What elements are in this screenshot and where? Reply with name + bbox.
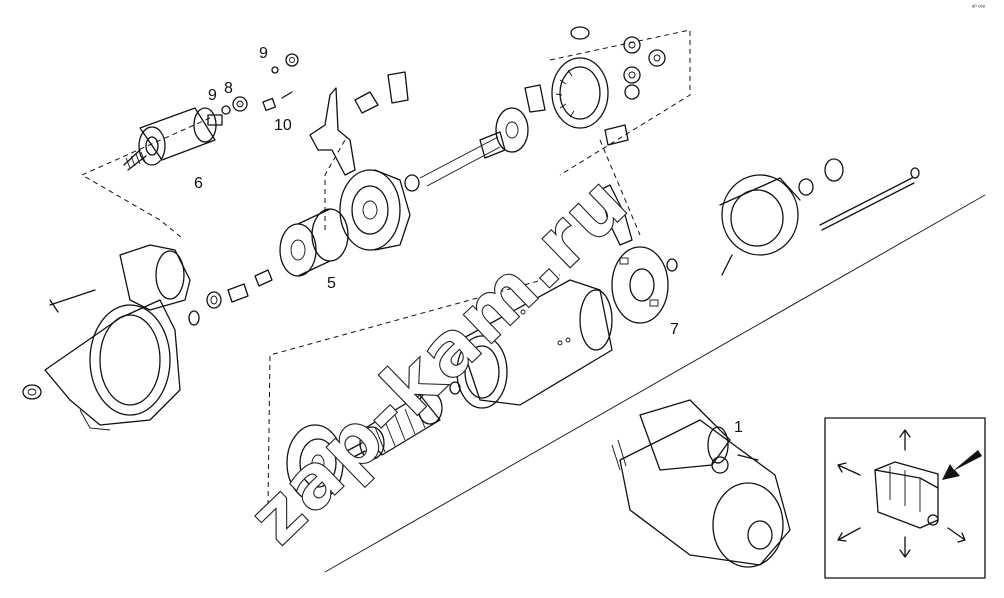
part-callouts: 1 5 6 7 8 9 9 10 (194, 45, 743, 436)
inset-panel (824, 417, 986, 579)
shift-lever (309, 87, 356, 176)
intermediate-bearing (339, 169, 420, 251)
planet-gears (623, 36, 666, 100)
label-10: 10 (274, 117, 292, 134)
field-frame (449, 279, 613, 409)
small-hardware (221, 53, 299, 115)
label-5: 5 (327, 275, 336, 292)
label-9b: 9 (259, 45, 268, 62)
assembly-axis-lines (324, 136, 986, 573)
ring-gear (551, 26, 629, 146)
terminal-parts (354, 71, 546, 114)
armature (344, 391, 443, 461)
solenoid-switch (123, 107, 223, 171)
label-1: 1 (734, 419, 743, 436)
corner-mark: ᵃ⁰ ᵒᵒᵒ (972, 4, 986, 11)
starter-assembly (611, 399, 791, 568)
planet-shaft (479, 107, 529, 159)
drive-end-housing (22, 244, 191, 431)
rear-cover (719, 158, 920, 276)
commutator-end-cover (286, 424, 344, 502)
bushings-and-washers (188, 269, 273, 326)
label-7: 7 (670, 321, 679, 338)
brush-holder-plate (599, 184, 678, 324)
watermark: zap-kam.ru (233, 159, 645, 561)
pinion-drive (279, 208, 349, 277)
label-8: 8 (224, 80, 233, 97)
label-9a: 9 (208, 87, 217, 104)
label-6: 6 (194, 175, 203, 192)
